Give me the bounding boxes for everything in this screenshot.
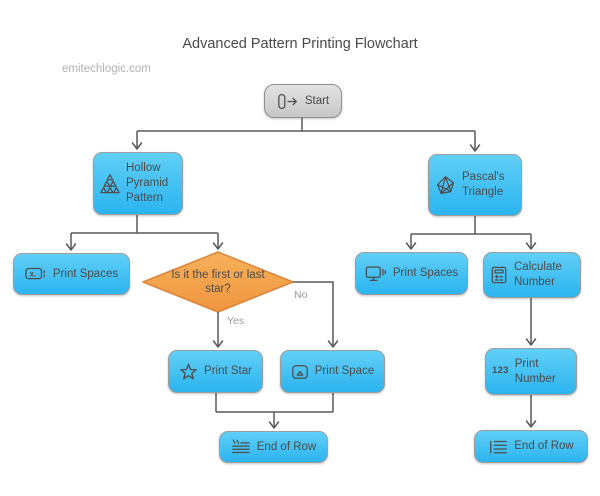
node-label: Print Space bbox=[314, 365, 375, 378]
node-print-star: Print Star bbox=[168, 350, 263, 393]
edge-no-to-print-space bbox=[293, 281, 339, 348]
node-print-spaces-left: x. Print Spaces bbox=[13, 253, 130, 295]
node-label: Calculate Number bbox=[514, 261, 562, 288]
node-label: End of Row bbox=[256, 440, 317, 453]
polyhedron-icon bbox=[437, 175, 454, 194]
node-label: Print Number bbox=[514, 357, 556, 385]
svg-text:x.: x. bbox=[29, 269, 36, 278]
edge-label-yes: Yes bbox=[227, 315, 245, 327]
pyramid-icon bbox=[100, 174, 120, 194]
list-lines-icon bbox=[490, 440, 508, 454]
node-label: Print Star bbox=[204, 365, 252, 378]
node-hollow-pyramid-pattern: Hollow Pyramid Pattern bbox=[93, 152, 183, 215]
node-calculate-number: Calculate Number bbox=[483, 252, 581, 298]
node-print-spaces-right: Print Spaces bbox=[355, 252, 468, 295]
node-label: Pascal's Triangle bbox=[462, 171, 505, 198]
node-start: Start bbox=[264, 84, 342, 118]
node-label: Print Spaces bbox=[392, 267, 459, 280]
whitespace-box-icon: x. bbox=[25, 267, 45, 280]
node-end-of-row-right: End of Row bbox=[474, 430, 588, 463]
node-label: End of Row bbox=[514, 440, 574, 453]
node-label: Hollow Pyramid Pattern bbox=[126, 162, 169, 204]
node-label: Print Spaces bbox=[52, 267, 119, 280]
node-pascals-triangle: Pascal's Triangle bbox=[428, 154, 522, 216]
edge-label-no: No bbox=[294, 289, 308, 301]
node-print-number: 123 Print Number bbox=[485, 348, 577, 395]
node-print-space: Print Space bbox=[280, 350, 385, 393]
star-icon bbox=[180, 363, 197, 380]
monitor-icon bbox=[365, 265, 386, 281]
enter-icon bbox=[278, 93, 297, 109]
node-decision-label: Is it the first or last star? bbox=[171, 269, 265, 296]
node-end-of-row-left: End of Row bbox=[219, 431, 328, 463]
spacebar-key-icon bbox=[291, 364, 308, 379]
calculator-icon bbox=[491, 266, 507, 284]
watermark: emitechlogic.com bbox=[62, 63, 151, 75]
numbers-123-icon: 123 bbox=[492, 365, 509, 377]
quote-lines-icon bbox=[231, 439, 250, 454]
page-title: Advanced Pattern Printing Flowchart bbox=[182, 36, 418, 52]
node-label: Start bbox=[304, 94, 330, 107]
